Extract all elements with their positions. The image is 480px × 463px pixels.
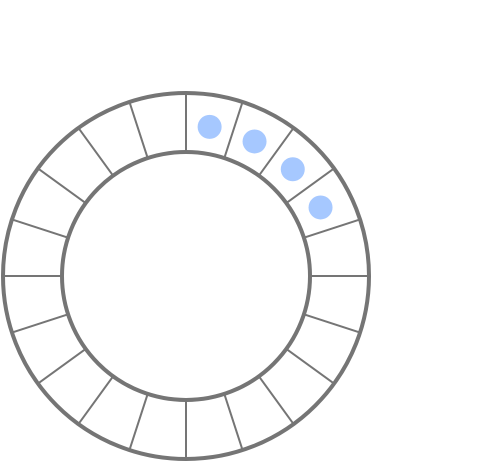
ring-spoke <box>11 218 69 239</box>
inner-ring-circle <box>60 150 312 402</box>
ring-spoke <box>11 313 69 334</box>
ring-spoke <box>128 101 149 159</box>
ring-token <box>280 157 305 182</box>
ring-spoke <box>258 375 295 425</box>
ring-token <box>197 114 222 139</box>
outer-ring-circle <box>1 91 371 461</box>
ring-spokes <box>3 93 369 459</box>
ring-spoke <box>285 167 335 204</box>
ring-spoke <box>77 127 114 177</box>
ring-tokens <box>197 114 333 220</box>
ring-token <box>242 129 267 154</box>
ring-spoke <box>77 375 114 425</box>
ring-spoke <box>258 127 295 177</box>
ring-spoke <box>128 393 149 451</box>
ring-spoke <box>37 348 87 385</box>
ring-token <box>308 195 333 220</box>
ring-spoke <box>303 218 361 239</box>
ring-spoke <box>37 167 87 204</box>
ring-spoke <box>223 393 244 451</box>
ring-spoke <box>303 313 361 334</box>
ring-spoke <box>285 348 335 385</box>
ring-spoke <box>223 101 244 159</box>
